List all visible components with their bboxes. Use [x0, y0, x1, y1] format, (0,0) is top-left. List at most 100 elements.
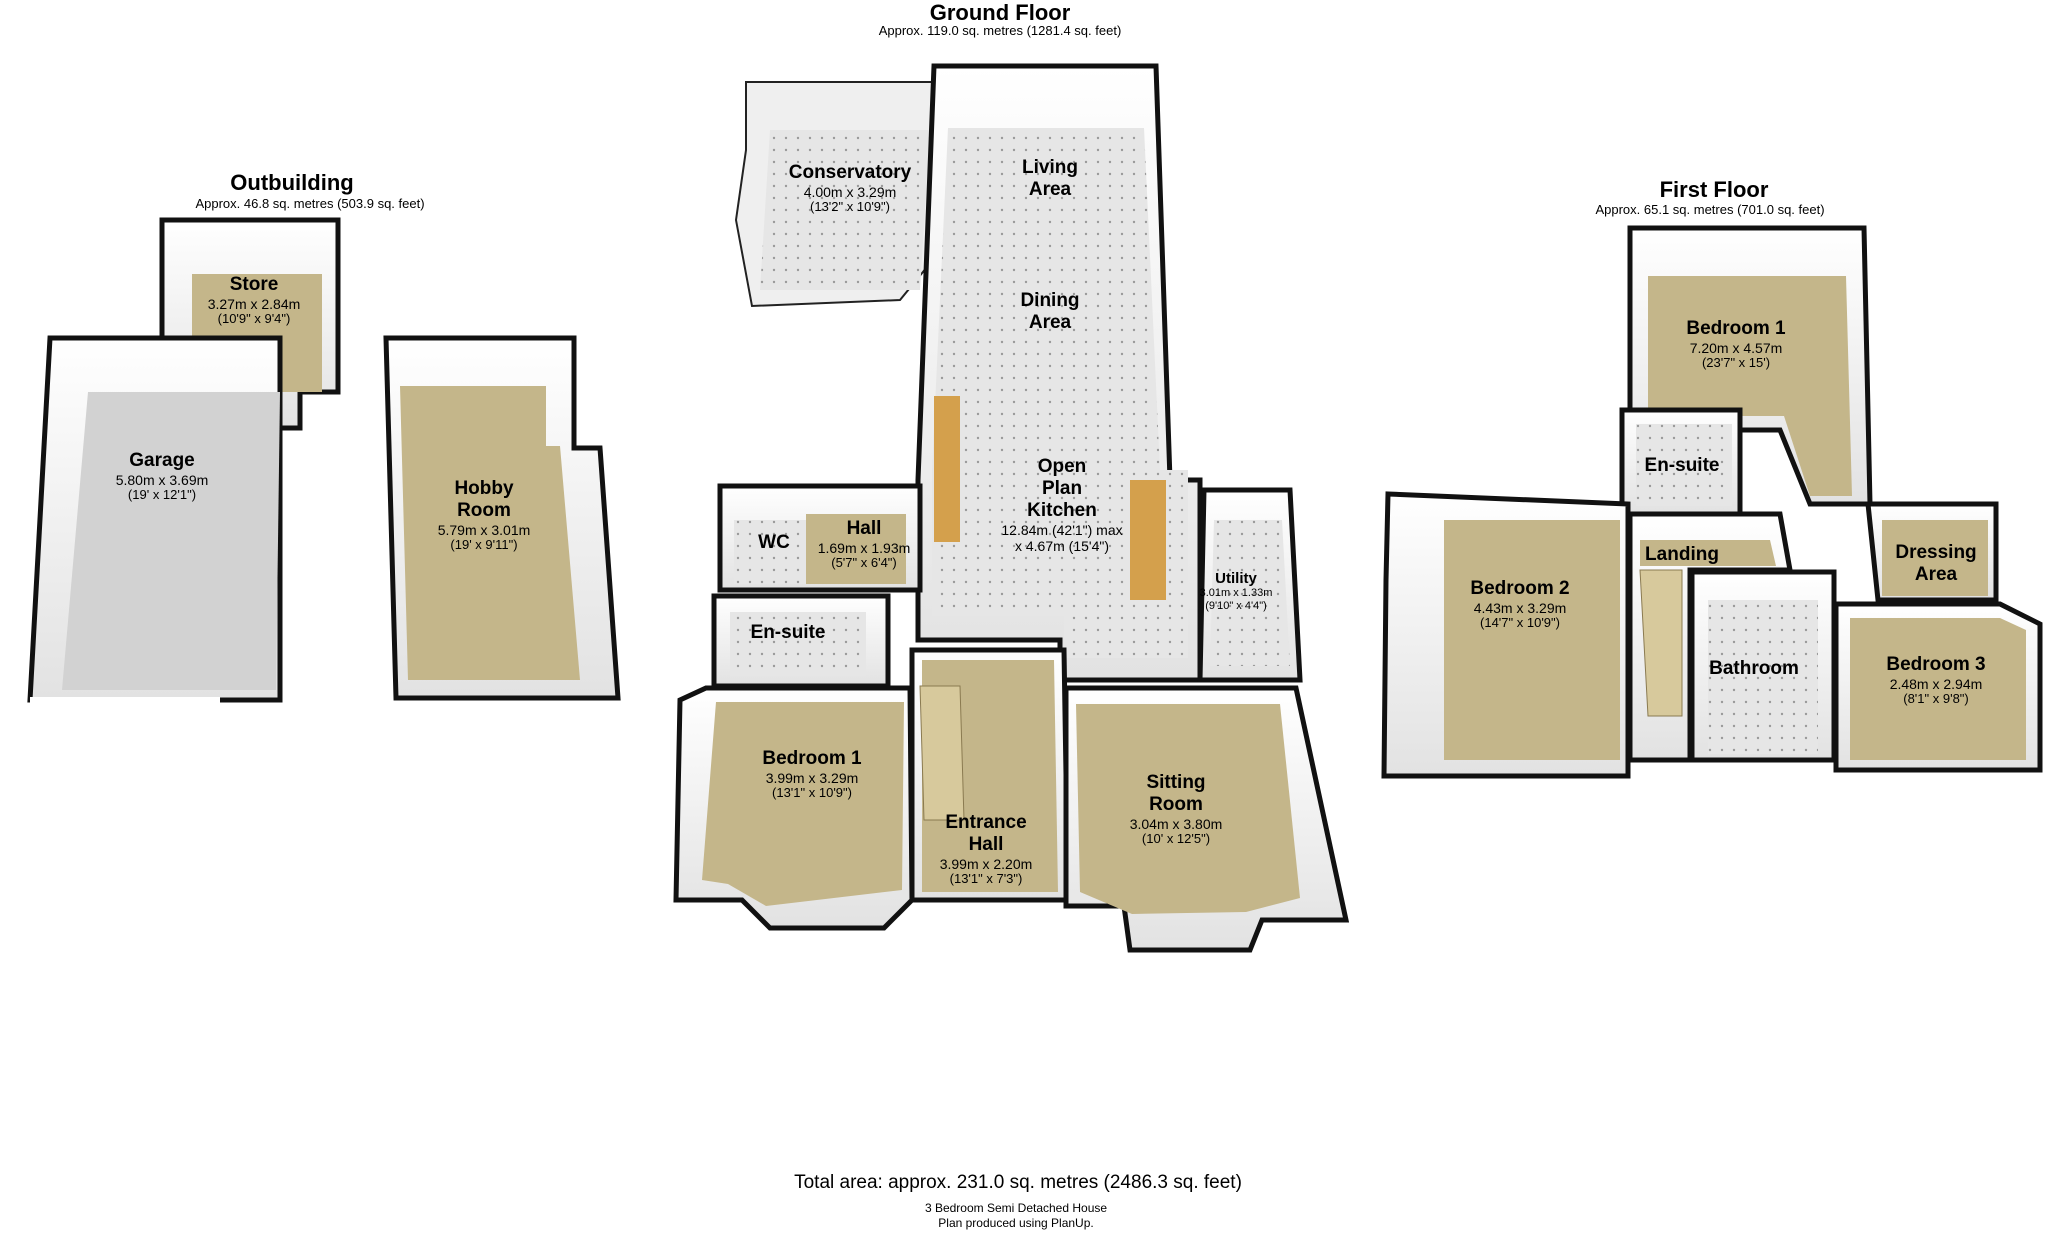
ground-floor-title: Ground Floor: [929, 0, 1071, 25]
dressing-name-1: Dressing: [1895, 542, 1977, 563]
store-label: Store 3.27m x 2.84m (10'9" x 9'4"): [208, 274, 301, 327]
garage-name: Garage: [129, 450, 195, 471]
living-kitchen-floor: [932, 128, 1188, 658]
utility-imperial: (9'10" x 4'4"): [1205, 599, 1267, 612]
store-name: Store: [229, 274, 279, 295]
hobby-name-1: Hobby: [454, 478, 514, 499]
utility-label: Utility 3.01m x 1.33m (9'10" x 4'4"): [1200, 570, 1273, 613]
ground-floor-plan: [673, 63, 1350, 953]
sitting-name-2: Room: [1149, 793, 1203, 815]
hall-label: Hall 1.69m x 1.93m (5'7" x 6'4"): [818, 518, 911, 571]
entrance-dim: 3.99m x 2.20m: [939, 855, 1033, 872]
bedroom2-label: Bedroom 2 4.43m x 3.29m (14'7" x 10'9"): [1470, 578, 1569, 631]
hobby-label: Hobby Room 5.79m x 3.01m (19' x 9'11"): [438, 478, 531, 553]
worktop-left: [934, 396, 960, 542]
garage-imperial: (19' x 12'1"): [127, 486, 197, 502]
living-area-label: Living Area: [1022, 157, 1078, 201]
ensuite-ground-label: En-suite: [751, 622, 826, 644]
hall-dim: 1.69m x 1.93m: [817, 539, 911, 556]
kitchen-label: Open Plan Kitchen 12.84m (42'1") max x 4…: [1001, 456, 1122, 554]
bedroom1-ground-label: Bedroom 1 3.99m x 3.29m (13'1" x 10'9"): [762, 748, 861, 801]
first-floor-title: First Floor: [1659, 177, 1769, 202]
entrance-stairs: [919, 685, 965, 821]
sitting-dim: 3.04m x 3.80m: [1129, 815, 1223, 832]
hall-imperial: (5'7" x 6'4"): [831, 554, 897, 570]
living-name-2: Area: [1028, 178, 1072, 200]
first-floor-area: Approx. 65.1 sq. metres (701.0 sq. feet): [1595, 202, 1825, 217]
hobby-name-2: Room: [457, 499, 511, 521]
conservatory-label: Conservatory 4.00m x 3.29m (13'2" x 10'9…: [789, 162, 912, 215]
total-area: Total area: approx. 231.0 sq. metres (24…: [794, 1172, 1242, 1193]
bathroom-label: Bathroom: [1709, 658, 1799, 680]
dressing-name-2: Area: [1914, 563, 1958, 585]
store-imperial: (10'9" x 9'4"): [217, 310, 291, 326]
hobby-dim: 5.79m x 3.01m: [437, 521, 531, 538]
conservatory-name: Conservatory: [788, 162, 912, 183]
wc-label: WC: [758, 532, 790, 554]
sitting-imperial: (10' x 12'5"): [1141, 830, 1211, 846]
garage-floor: [62, 392, 280, 690]
bedroom1-ground-dim: 3.99m x 3.29m: [765, 769, 859, 786]
dining-name-2: Area: [1028, 311, 1072, 333]
kitchen-dim: 12.84m (42'1") max: [1001, 521, 1123, 538]
conservatory-dim: 4.00m x 3.29m: [803, 183, 897, 200]
bedroom3-dim: 2.48m x 2.94m: [1889, 675, 1983, 692]
bathroom-name: Bathroom: [1709, 658, 1799, 679]
dining-name-1: Dining: [1020, 290, 1080, 311]
kitchen-name-3: Kitchen: [1027, 499, 1097, 521]
ensuite-first-name: En-suite: [1644, 455, 1720, 476]
outbuilding-area: Approx. 46.8 sq. metres (503.9 sq. feet): [195, 196, 425, 211]
hall-name: Hall: [846, 518, 882, 539]
bedroom3-imperial: (8'1" x 9'8"): [1903, 690, 1969, 706]
landing-label: Landing: [1645, 544, 1719, 566]
ensuite-ground-name: En-suite: [750, 622, 826, 643]
outbuilding-title: Outbuilding: [230, 170, 354, 195]
dining-area-label: Dining Area: [1020, 290, 1079, 334]
hobby-floor: [400, 386, 580, 680]
living-name-1: Living: [1022, 157, 1078, 178]
bedroom1-first-imperial: (23'7" x 15'): [1701, 354, 1771, 370]
landing-name: Landing: [1645, 544, 1719, 565]
garage-label: Garage 5.80m x 3.69m (19' x 12'1"): [116, 450, 209, 503]
store-dim: 3.27m x 2.84m: [207, 295, 301, 312]
property-type: 3 Bedroom Semi Detached House: [924, 1201, 1108, 1215]
kitchen-name-2: Plan: [1041, 477, 1083, 499]
entrance-hall-label: Entrance Hall 3.99m x 2.20m (13'1" x 7'3…: [940, 812, 1033, 887]
bedroom1-ground-floor: [702, 702, 904, 906]
ensuite-first-label: En-suite: [1645, 455, 1720, 477]
bedroom3-name: Bedroom 3: [1886, 654, 1986, 675]
plan-credit: Plan produced using PlanUp.: [938, 1216, 1094, 1230]
entrance-name-1: Entrance: [945, 812, 1027, 833]
dressing-area-label: Dressing Area: [1895, 542, 1976, 586]
sitting-name-1: Sitting: [1146, 772, 1206, 793]
bedroom1-first-dim: 7.20m x 4.57m: [1689, 339, 1783, 356]
garage-dim: 5.80m x 3.69m: [115, 471, 209, 488]
bedroom3-floor: [1850, 618, 2026, 760]
sitting-room-label: Sitting Room 3.04m x 3.80m (10' x 12'5"): [1130, 772, 1223, 847]
bedroom1-ground-name: Bedroom 1: [762, 748, 862, 769]
utility-name: Utility: [1215, 570, 1257, 587]
outbuilding-plan: [27, 217, 621, 703]
entrance-name-2: Hall: [968, 833, 1004, 855]
bedroom2-imperial: (14'7" x 10'9"): [1480, 614, 1560, 630]
bedroom1-ground-imperial: (13'1" x 10'9"): [772, 784, 852, 800]
conservatory-imperial: (13'2" x 10'9"): [810, 198, 890, 214]
ground-floor-area: Approx. 119.0 sq. metres (1281.4 sq. fee…: [878, 23, 1122, 38]
entrance-imperial: (13'1" x 7'3"): [949, 870, 1023, 886]
bedroom1-first-name: Bedroom 1: [1686, 318, 1786, 339]
sitting-room-floor: [1076, 704, 1300, 914]
bedroom2-dim: 4.43m x 3.29m: [1473, 599, 1567, 616]
worktop-island: [1130, 480, 1166, 600]
bedroom3-label: Bedroom 3 2.48m x 2.94m (8'1" x 9'8"): [1886, 654, 1985, 707]
kitchen-name-1: Open: [1037, 456, 1087, 477]
kitchen-imperial: x 4.67m (15'4"): [1014, 537, 1109, 554]
bedroom1-first-floor: [1648, 276, 1852, 496]
hobby-imperial: (19' x 9'11"): [450, 536, 518, 552]
utility-dim: 3.01m x 1.33m: [1199, 587, 1273, 600]
landing-stairs: [1639, 569, 1683, 717]
bedroom2-floor: [1444, 520, 1620, 760]
first-floor-plan: [1381, 225, 2043, 779]
bedroom1-first-label: Bedroom 1 7.20m x 4.57m (23'7" x 15'): [1686, 318, 1785, 371]
wc-name: WC: [758, 532, 790, 553]
